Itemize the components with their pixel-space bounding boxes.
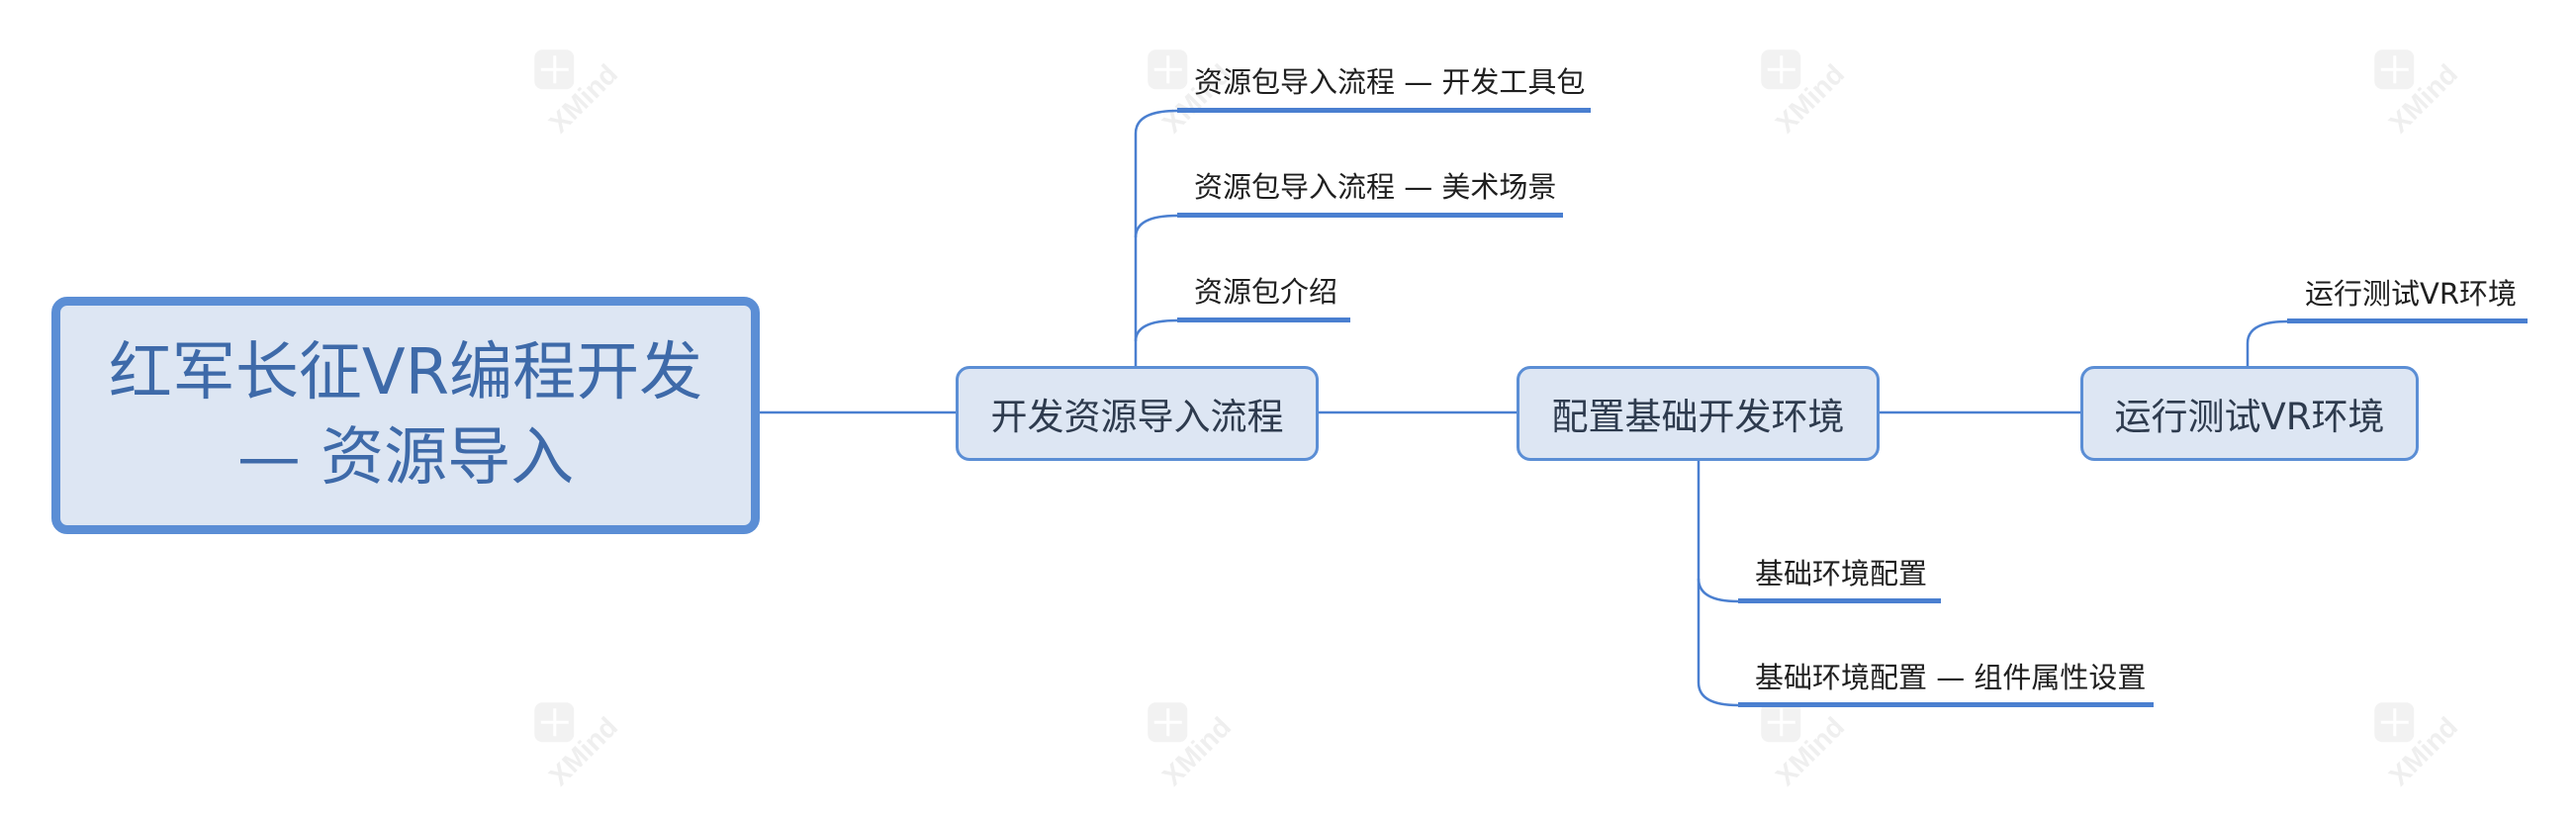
subtopic-component-props[interactable]: 基础环境配置 — 组件属性设置 [1755,661,2147,694]
topic-configure-env-label: 配置基础开发环境 [1551,396,1845,438]
subtopic-dev-toolkit-underline [1177,108,1591,113]
central-topic-text: 红军长征VR编程开发 — 资源导入 [109,330,702,501]
topic-run-test-label: 运行测试VR环境 [2114,396,2385,438]
mindmap-canvas: XMind XMind XMind XMind XMind XMind XMin… [0,0,2576,760]
subtopic-art-scene[interactable]: 资源包导入流程 — 美术场景 [1194,170,1557,204]
subtopic-intro-underline [1177,318,1350,322]
connector-to-component-props [1697,579,1739,707]
central-topic-line2: — 资源导入 [236,421,575,495]
connector-to-dev-toolkit [1134,109,1178,366]
subtopic-component-props-underline [1738,702,2154,707]
connector-to-intro [1134,318,1178,342]
subtopic-base-env[interactable]: 基础环境配置 [1755,557,1928,590]
central-topic[interactable]: 红军长征VR编程开发 — 资源导入 [51,297,760,534]
connector-lines [760,109,2288,707]
connector-to-run-test-vr [2246,319,2288,366]
central-topic-line1: 红军长征VR编程开发 [108,335,703,409]
topic-import-flow[interactable]: 开发资源导入流程 [956,366,1319,461]
subtopic-intro[interactable]: 资源包介绍 [1194,275,1338,309]
topic-import-flow-label: 开发资源导入流程 [990,396,1284,438]
topic-run-test[interactable]: 运行测试VR环境 [2080,366,2419,461]
subtopic-run-test-vr[interactable]: 运行测试VR环境 [2305,277,2517,311]
connector-to-art-scene [1134,214,1178,238]
connector-to-base-env [1697,461,1739,603]
subtopic-base-env-underline [1738,598,1941,603]
topic-configure-env[interactable]: 配置基础开发环境 [1517,366,1880,461]
subtopic-run-test-vr-underline [2287,318,2528,323]
subtopic-art-scene-underline [1177,213,1563,218]
subtopic-dev-toolkit[interactable]: 资源包导入流程 — 开发工具包 [1194,65,1586,99]
